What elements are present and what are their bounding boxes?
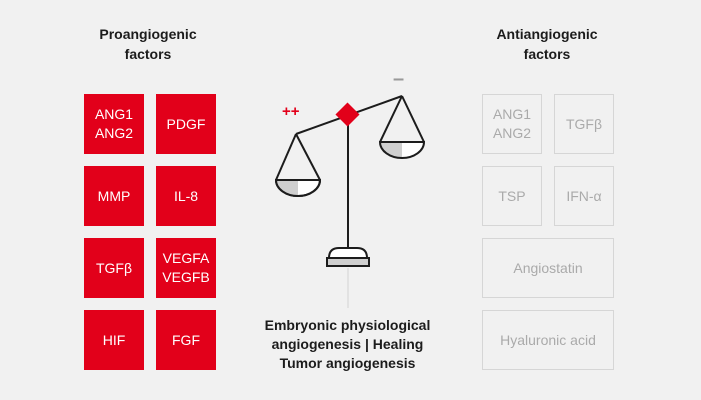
- caption-line: Embryonic physiological: [264, 317, 431, 333]
- caption-line: angiogenesis | Healing: [271, 336, 424, 352]
- pro-factor-tile: IL-8: [156, 166, 216, 226]
- scale-caption: Embryonic physiological angiogenesis | H…: [230, 316, 465, 373]
- antiangiogenic-heading: Antiangiogenic factors: [496, 26, 598, 62]
- anti-factor-tile: TSP: [482, 166, 542, 226]
- pro-factor-tile: HIF: [84, 310, 144, 370]
- anti-factor-tile: Angiostatin: [482, 238, 614, 298]
- anti-factor-tile: Hyaluronic acid: [482, 310, 614, 370]
- pro-factor-tile: PDGF: [156, 94, 216, 154]
- anti-factor-tile: IFN-α: [554, 166, 614, 226]
- pro-factor-tile: TGFβ: [84, 238, 144, 298]
- caption-line: Tumor angiogenesis: [279, 355, 416, 371]
- pro-factor-tile: FGF: [156, 310, 216, 370]
- proangiogenic-heading: Proangiogenic factors: [99, 26, 197, 62]
- anti-factor-tile: TGFβ: [554, 94, 614, 154]
- plus-sign: ++: [282, 103, 300, 120]
- pro-factor-tile: MMP: [84, 166, 144, 226]
- pro-factor-tile: VEGFA VEGFB: [156, 238, 216, 298]
- minus-sign: –: [393, 68, 405, 90]
- anti-factor-tile: ANG1 ANG2: [482, 94, 542, 154]
- pro-factor-tile: ANG1 ANG2: [84, 94, 144, 154]
